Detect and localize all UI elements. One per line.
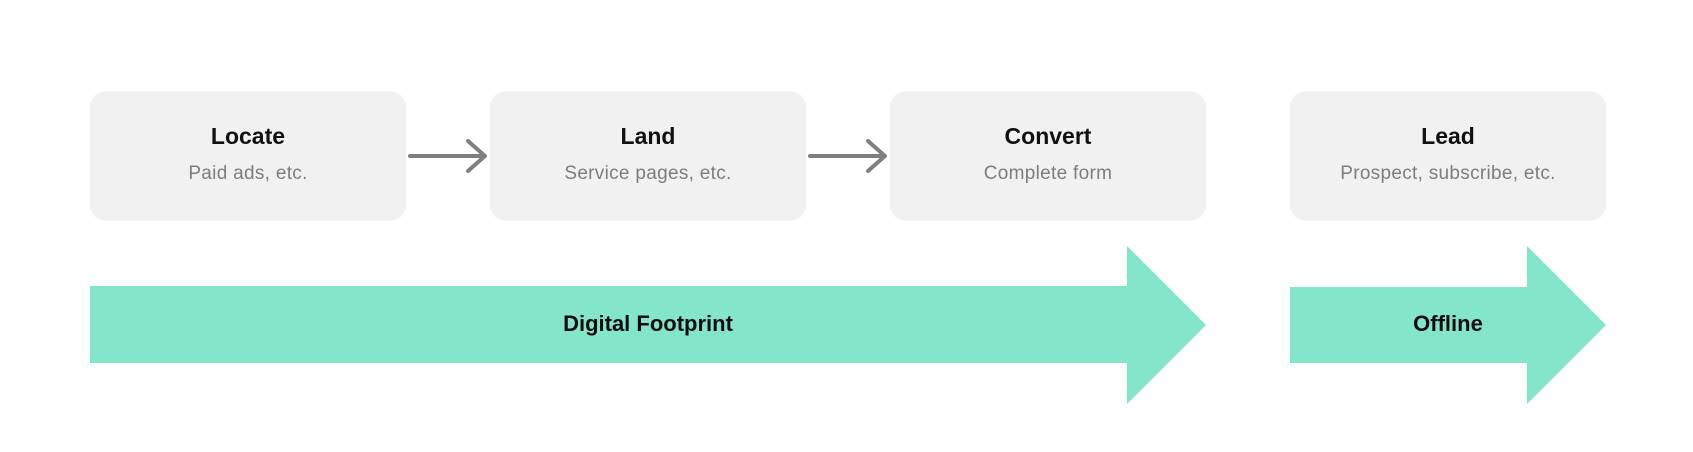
offline-label: Offline [1413,311,1483,336]
step-title: Convert [1004,123,1092,149]
step-title: Locate [210,123,286,149]
step-subtitle: Service pages, etc. [564,163,732,184]
digital-footprint-label: Digital Footprint [563,311,733,336]
digital-footprint-arrow [90,246,1206,404]
step-title: Lead [1421,123,1475,149]
offline-arrow [1290,246,1606,404]
arrow-right-icon [808,139,887,173]
step-subtitle: Complete form [983,163,1113,184]
step-box-land: Land Service pages, etc. [490,91,806,221]
step-subtitle: Prospect, subscribe, etc. [1340,163,1556,184]
arrow-right-icon [408,139,487,173]
step-title: Land [620,123,676,149]
step-box-locate: Locate Paid ads, etc. [90,91,406,221]
step-box-lead: Lead Prospect, subscribe, etc. [1290,91,1606,221]
step-subtitle: Paid ads, etc. [188,163,308,184]
step-box-convert: Convert Complete form [890,91,1206,221]
